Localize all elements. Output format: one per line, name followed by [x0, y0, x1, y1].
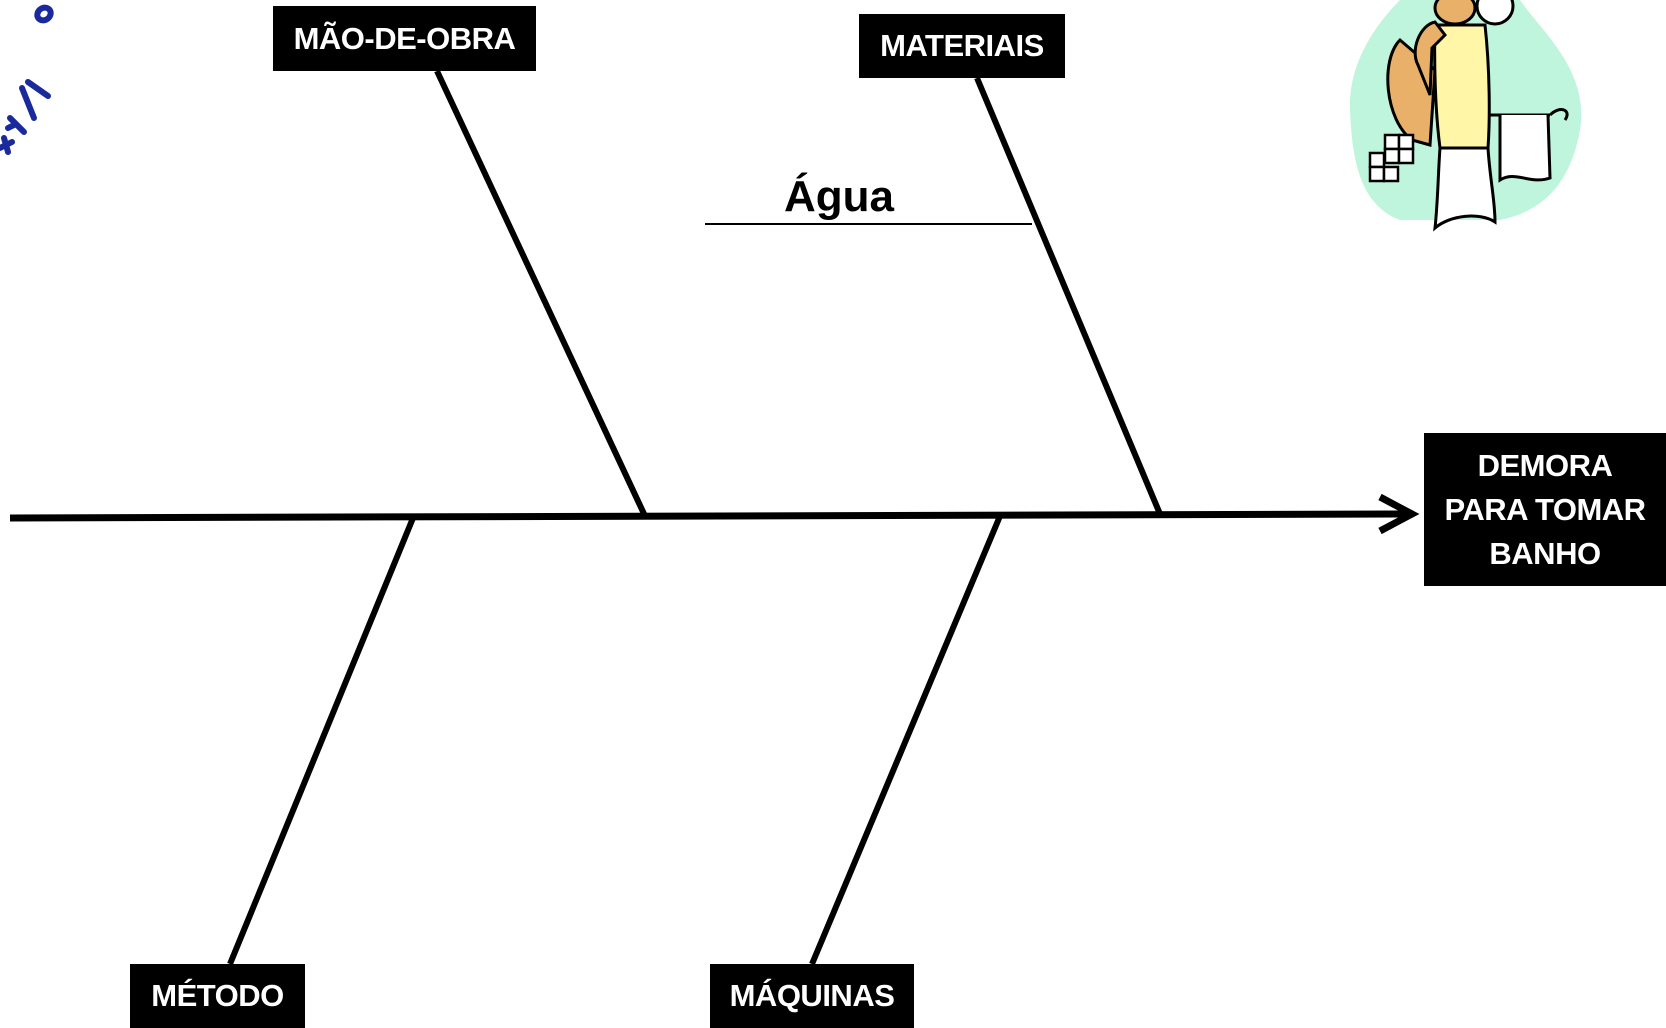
cause-label-agua: Água: [784, 172, 894, 221]
spine-arrowhead: [1378, 493, 1420, 535]
category-materiais: MATERIAIS: [859, 14, 1065, 78]
bone-metodo: [227, 516, 416, 966]
bone-maquinas: [809, 514, 1003, 966]
logo-stamp-icon: [0, 4, 54, 155]
bone-materiais: [974, 76, 1163, 516]
man-shaving-illustration-icon: [1349, 0, 1582, 232]
effect-line-1: DEMORA: [1477, 447, 1613, 483]
bone-mao-de-obra: [434, 69, 648, 518]
category-maquinas: MÁQUINAS: [710, 964, 914, 1028]
category-metodo: MÉTODO: [130, 964, 305, 1028]
category-mao-de-obra: MÃO-DE-OBRA: [273, 6, 536, 71]
spine-line: [9, 510, 1406, 522]
effect-line-3: BANHO: [1489, 535, 1601, 571]
effect-box: DEMORA PARA TOMAR BANHO: [1424, 433, 1666, 586]
effect-line-2: PARA TOMAR: [1444, 491, 1646, 527]
